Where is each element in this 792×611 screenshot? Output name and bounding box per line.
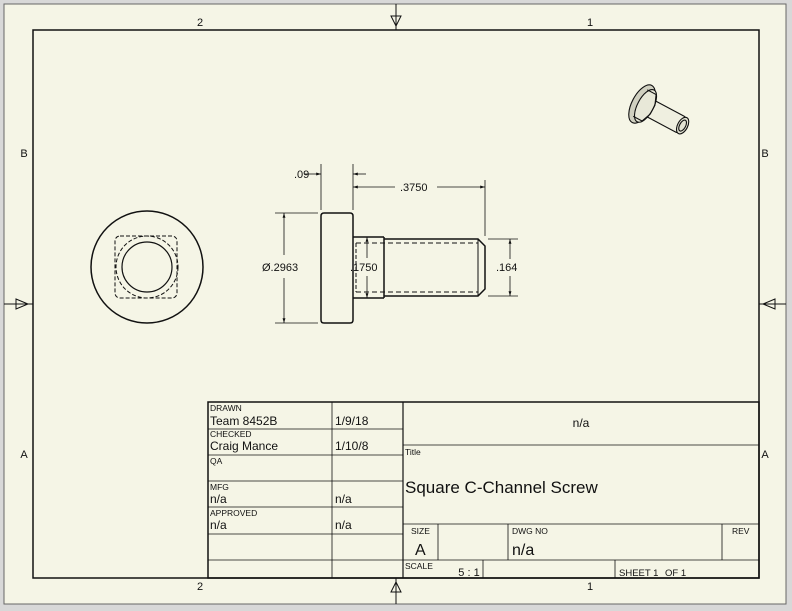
centering-marks (15, 15, 776, 593)
qa-label: QA (210, 456, 223, 466)
checked-date: 1/10/8 (335, 439, 369, 453)
dim-head-diameter: Ø.2963 (262, 262, 298, 274)
size-label: SIZE (411, 526, 430, 536)
dim-shank-length: .3750 (400, 182, 428, 194)
zone-row-label-right-a: A (761, 449, 769, 461)
zone-col-label-top-right: 1 (587, 17, 593, 29)
company-name: n/a (573, 416, 590, 430)
zone-col-label-bottom-left: 2 (197, 581, 203, 593)
title-block (207, 401, 760, 579)
approved-label: APPROVED (210, 508, 257, 518)
size-value: A (415, 542, 426, 559)
side-view (320, 212, 486, 324)
zone-row-label-right-b: B (761, 148, 768, 160)
checked-label: CHECKED (210, 429, 252, 439)
zone-col-label-top-left: 2 (197, 17, 203, 29)
paper (3, 3, 787, 605)
sheet-number: SHEET 1 (619, 568, 658, 579)
dim-thread-diameter: .164 (496, 262, 517, 274)
scale-label: SCALE (405, 561, 433, 571)
dwg-no-value: n/a (512, 542, 534, 559)
isometric-view (628, 84, 690, 135)
dim-head-thickness: .09 (294, 169, 309, 181)
zone-row-label-left-a: A (20, 449, 28, 461)
dwg-no-label: DWG NO (512, 526, 548, 536)
approved-date: n/a (335, 518, 352, 532)
sheet-of: OF 1 (665, 568, 686, 579)
mfg-value: n/a (210, 492, 227, 506)
end-view (90, 210, 204, 324)
dimension-lines (275, 164, 518, 324)
scale-value: 5 : 1 (458, 567, 479, 579)
drawn-label: DRAWN (210, 403, 242, 413)
rev-label: REV (732, 526, 750, 536)
zone-col-label-bottom-right: 1 (587, 581, 593, 593)
approved-value: n/a (210, 518, 227, 532)
title-label: Title (405, 447, 421, 457)
zone-row-label-left-b: B (20, 148, 27, 160)
drawn-by: Team 8452B (210, 414, 277, 428)
drawing-title: Square C-Channel Screw (405, 478, 598, 497)
drawn-date: 1/9/18 (335, 414, 369, 428)
mfg-label: MFG (210, 482, 229, 492)
mfg-date: n/a (335, 492, 352, 506)
checked-by: Craig Mance (210, 439, 278, 453)
dim-shoulder-diameter: .1750 (350, 262, 378, 274)
